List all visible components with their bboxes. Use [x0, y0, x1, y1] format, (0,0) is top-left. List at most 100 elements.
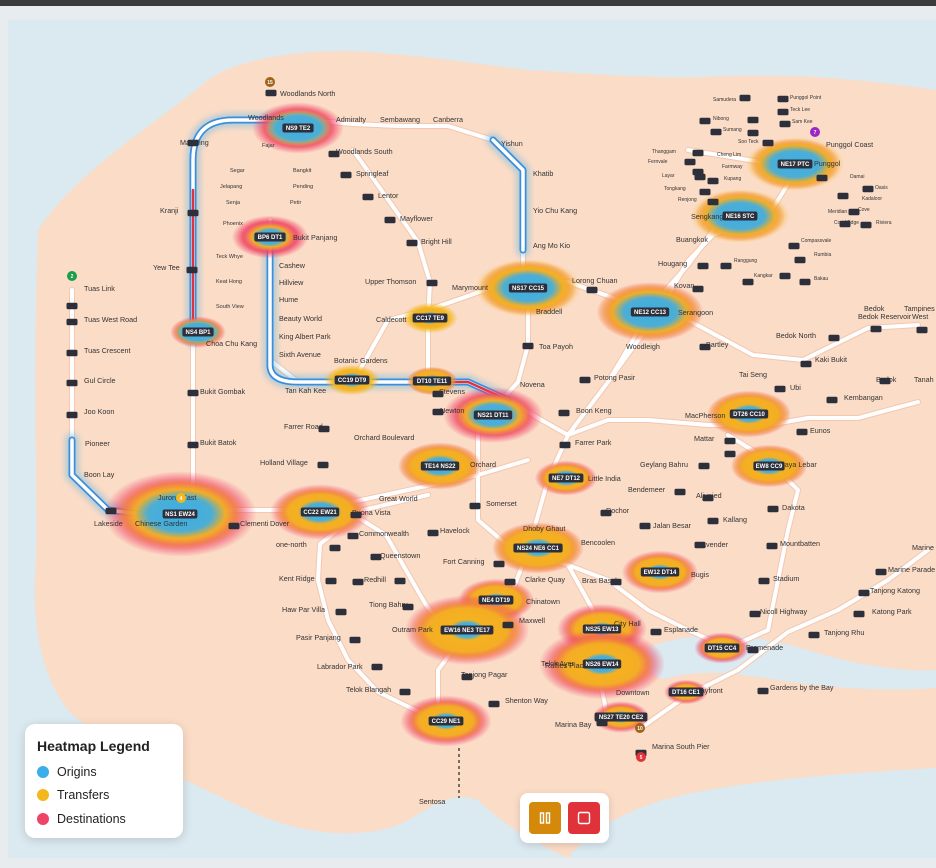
- station-chinatown[interactable]: Chinatown: [526, 597, 560, 606]
- station-tongkang[interactable]: Tongkang: [664, 186, 686, 192]
- station-marker[interactable]: [469, 502, 481, 510]
- station-marker[interactable]: [394, 577, 406, 585]
- station-marker[interactable]: [767, 505, 779, 513]
- station-marker[interactable]: [692, 149, 704, 157]
- mrt-heatmap[interactable]: Woodlands North Woodlands Admiralty Semb…: [8, 20, 936, 858]
- station-marker[interactable]: [639, 522, 651, 530]
- station-marker[interactable]: [186, 266, 198, 274]
- station-macpherson[interactable]: MacPherson: [685, 411, 725, 420]
- station-buangkok[interactable]: Buangkok: [676, 235, 708, 244]
- station-nicoll-highway[interactable]: Nicoll Highway: [760, 607, 808, 616]
- station-beauty-world[interactable]: Beauty World: [279, 314, 322, 323]
- station-ang-mo-kio[interactable]: Ang Mo Kio: [533, 241, 570, 250]
- station-marker[interactable]: [758, 577, 770, 585]
- station-marker[interactable]: [610, 578, 622, 586]
- station-marker[interactable]: [788, 242, 800, 250]
- station-sentosa[interactable]: Sentosa: [419, 797, 445, 806]
- station-senja[interactable]: Senja: [226, 200, 241, 206]
- station-marker[interactable]: [766, 542, 778, 550]
- station-tan-kah-kee[interactable]: Tan Kah Kee: [285, 386, 326, 395]
- station-marker[interactable]: [702, 494, 714, 502]
- station-marker[interactable]: [504, 578, 516, 586]
- station-shenton-way[interactable]: Shenton Way: [505, 696, 548, 705]
- station-clarke-quay[interactable]: Clarke Quay: [525, 575, 565, 584]
- station-marker[interactable]: [875, 568, 887, 576]
- station-one-north[interactable]: one-north: [276, 540, 307, 549]
- station-woodlands-north[interactable]: Woodlands North: [280, 89, 335, 98]
- station-kembangan[interactable]: Kembangan: [844, 393, 883, 402]
- station-tuas-link[interactable]: Tuas Link: [84, 284, 115, 293]
- station-king-albert-park[interactable]: King Albert Park: [279, 332, 331, 341]
- station-bendemeer[interactable]: Bendemeer: [628, 485, 666, 494]
- station-yishun[interactable]: Yishun: [501, 139, 523, 148]
- station-tanah-merah[interactable]: Tanah: [914, 375, 934, 384]
- station-marker[interactable]: [362, 193, 374, 201]
- station-renjong[interactable]: Renjong: [678, 197, 697, 203]
- station-maxwell[interactable]: Maxwell: [519, 616, 545, 625]
- station-fort-canning[interactable]: Fort Canning: [443, 557, 485, 566]
- station-tanjong-katong[interactable]: Tanjong Katong: [870, 586, 920, 595]
- station-marker[interactable]: [187, 389, 199, 397]
- station-novena[interactable]: Novena: [520, 380, 545, 389]
- station-yio-chu-kang[interactable]: Yio Chu Kang: [533, 206, 577, 215]
- station-marker[interactable]: [600, 509, 612, 517]
- station-marker[interactable]: [870, 325, 882, 333]
- station-bugis[interactable]: Bugis: [691, 570, 709, 579]
- station-petir[interactable]: Petir: [290, 200, 301, 206]
- station-marker[interactable]: [105, 507, 117, 515]
- station-marker[interactable]: [579, 376, 591, 384]
- station-damai[interactable]: Damai: [850, 174, 864, 180]
- station-marker[interactable]: [406, 239, 418, 247]
- station-marker[interactable]: [724, 437, 736, 445]
- station-marker[interactable]: [828, 334, 840, 342]
- station-clementi[interactable]: Clementi: [240, 519, 269, 528]
- station-marker[interactable]: [862, 185, 874, 193]
- station-woodlands[interactable]: Woodlands: [248, 113, 284, 122]
- station-marina-south-pier[interactable]: Marina South Pier: [652, 742, 710, 751]
- station-fajar[interactable]: Fajar: [262, 143, 275, 149]
- station-choa-chu-kang[interactable]: Choa Chu Kang: [206, 339, 257, 348]
- station-sam-kee[interactable]: Sam Kee: [792, 119, 813, 125]
- station-labrador-park[interactable]: Labrador Park: [317, 662, 363, 671]
- station-marker[interactable]: [794, 256, 806, 264]
- station-woodlands-south[interactable]: Woodlands South: [336, 147, 393, 156]
- station-khatib[interactable]: Khatib: [533, 169, 553, 178]
- station-sembawang[interactable]: Sembawang: [380, 115, 420, 124]
- station-downtown[interactable]: Downtown: [616, 688, 650, 697]
- station-tanjong-pagar[interactable]: Tanjong Pagar: [461, 670, 508, 679]
- station-stadium[interactable]: Stadium: [773, 574, 799, 583]
- station-mountbatten[interactable]: Mountbatten: [780, 539, 820, 548]
- station-marker[interactable]: [399, 688, 411, 696]
- station-teck-whye[interactable]: Teck Whye: [216, 254, 243, 260]
- station-marker[interactable]: [762, 139, 774, 147]
- station-haw-par-villa[interactable]: Haw Par Villa: [282, 605, 325, 614]
- station-tiong-bahru[interactable]: Tiong Bahru: [369, 600, 408, 609]
- station-marker[interactable]: [349, 636, 361, 644]
- station-boon-lay[interactable]: Boon Lay: [84, 470, 115, 479]
- station-kallang[interactable]: Kallang: [723, 515, 747, 524]
- station-marker[interactable]: [265, 89, 277, 97]
- station-marker[interactable]: [432, 408, 444, 416]
- station-marker[interactable]: [674, 488, 686, 496]
- station-marker[interactable]: [522, 342, 534, 350]
- station-marker[interactable]: [370, 553, 382, 561]
- station-kranji[interactable]: Kranji: [160, 206, 179, 215]
- station-marker[interactable]: [66, 379, 78, 387]
- station-lentor[interactable]: Lentor: [378, 191, 399, 200]
- station-meridian[interactable]: Meridian: [828, 209, 847, 215]
- station-marker[interactable]: [317, 461, 329, 469]
- station-punggol[interactable]: Punggol: [814, 159, 841, 168]
- station-marker[interactable]: [698, 462, 710, 470]
- station-chinese-garden[interactable]: Chinese Garden: [135, 519, 187, 528]
- station-marker[interactable]: [488, 700, 500, 708]
- station-marker[interactable]: [384, 216, 396, 224]
- station-marker[interactable]: [692, 168, 704, 176]
- station-orchard-boulevard[interactable]: Orchard Boulevard: [354, 433, 414, 442]
- station-redhill[interactable]: Redhill: [364, 575, 386, 584]
- station-bukit-gombak[interactable]: Bukit Gombak: [200, 387, 246, 396]
- station-telok-ayer[interactable]: Telok Ayer: [541, 659, 575, 668]
- station-fernvale[interactable]: Fernvale: [648, 159, 668, 165]
- station-marker[interactable]: [710, 128, 722, 136]
- station-marker[interactable]: [747, 116, 759, 124]
- station-marker[interactable]: [742, 278, 754, 286]
